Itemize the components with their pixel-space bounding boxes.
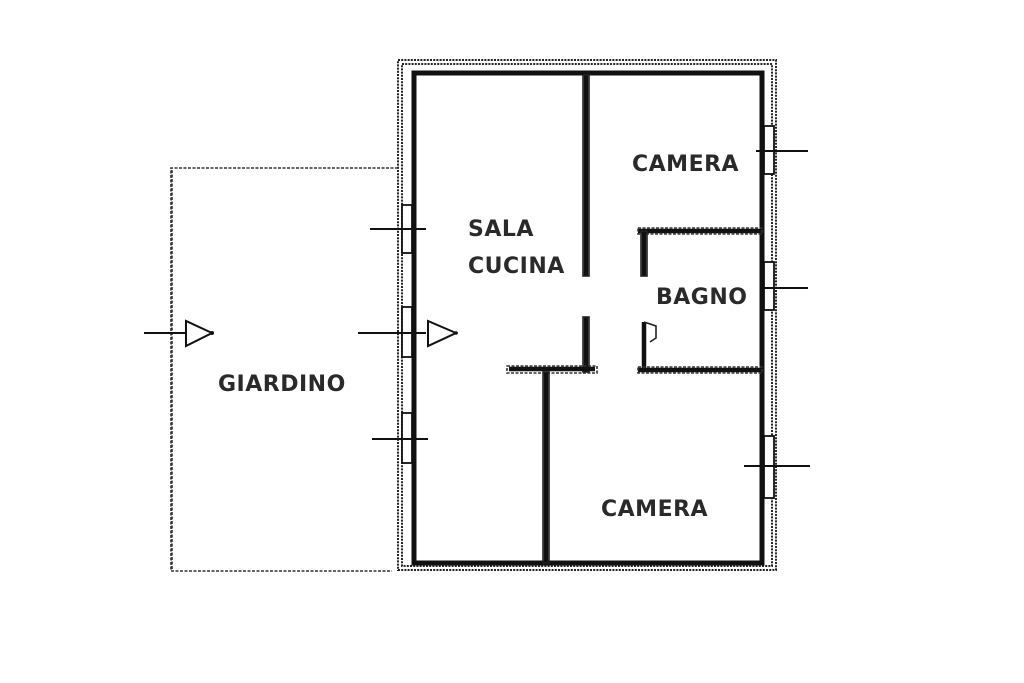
room-label-camera-top: CAMERA <box>632 152 739 177</box>
room-label-camera-bottom: CAMERA <box>601 497 708 522</box>
room-label-sala: SALA <box>468 217 534 242</box>
building-outer-walls <box>397 59 777 571</box>
interior-partitions <box>506 74 763 564</box>
room-label-cucina: CUCINA <box>468 254 565 279</box>
bagno-door <box>643 321 657 343</box>
entrance-arrows <box>144 319 459 348</box>
room-label-giardino: GIARDINO <box>218 372 346 397</box>
garden-boundary <box>170 167 398 572</box>
right-facade-windows <box>744 125 810 499</box>
room-label-bagno: BAGNO <box>656 285 747 310</box>
left-facade-windows <box>358 204 428 464</box>
